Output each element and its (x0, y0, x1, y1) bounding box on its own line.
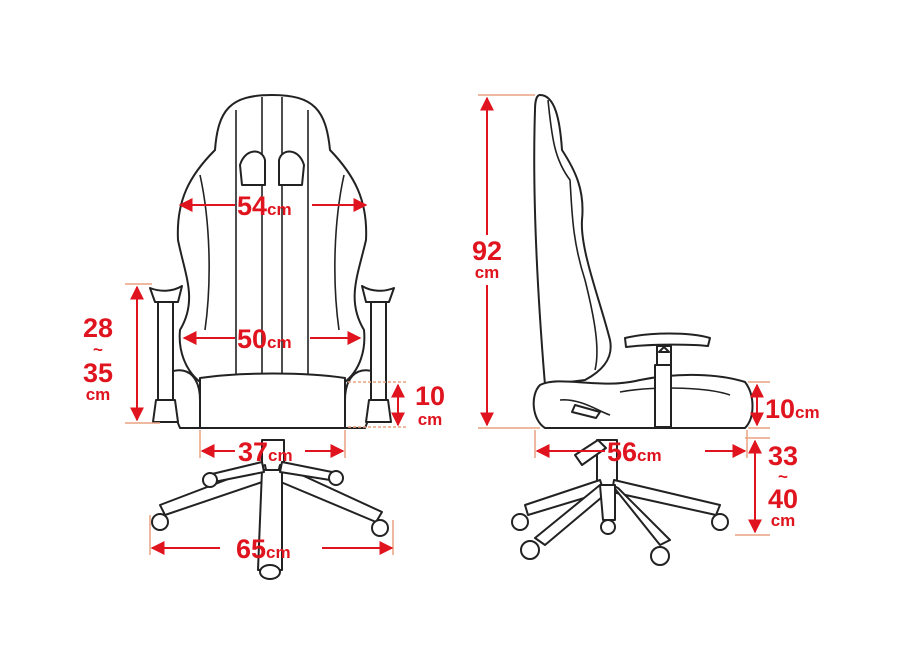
side-base (511, 439, 729, 566)
label-backrest-height: 92 cm (472, 236, 502, 282)
front-right-armrest (361, 285, 395, 423)
label-inner-back-width: 50cm (237, 324, 292, 354)
side-backrest (533, 94, 612, 386)
front-left-armrest (149, 285, 183, 423)
svg-text:33: 33 (768, 441, 798, 471)
label-seat-thickness-front: 10 cm (415, 381, 445, 429)
front-base (151, 439, 389, 580)
side-seat (532, 373, 754, 429)
svg-text:cm: cm (771, 511, 796, 530)
svg-text:35: 35 (83, 358, 113, 388)
svg-text:cm: cm (86, 385, 111, 404)
label-seat-thickness-side: 10cm (765, 394, 820, 424)
svg-text:92: 92 (472, 236, 502, 266)
dimension-lines (130, 96, 764, 555)
svg-text:10: 10 (415, 381, 445, 411)
label-armrest-height: 28 ~ 35 cm (83, 313, 113, 404)
svg-text:~: ~ (93, 340, 103, 359)
label-base-width: 65cm (236, 534, 291, 564)
front-view-chair (149, 94, 395, 580)
svg-text:cm: cm (418, 410, 443, 429)
extension-lines (125, 94, 770, 555)
label-backrest-width: 54cm (237, 191, 292, 221)
label-seat-depth: 56cm (607, 437, 662, 467)
svg-text:cm: cm (475, 263, 500, 282)
dimension-labels: 54cm 50cm 28 ~ 35 cm 10 cm 37cm 65cm 92 … (83, 191, 820, 564)
svg-text:28: 28 (83, 313, 113, 343)
svg-text:40: 40 (768, 484, 798, 514)
side-armrest (624, 332, 711, 428)
side-view-chair (511, 94, 754, 566)
label-seat-height: 33 ~ 40 cm (768, 441, 798, 530)
svg-text:~: ~ (778, 467, 788, 486)
front-seat (199, 372, 346, 429)
label-seat-width: 37cm (238, 437, 293, 467)
